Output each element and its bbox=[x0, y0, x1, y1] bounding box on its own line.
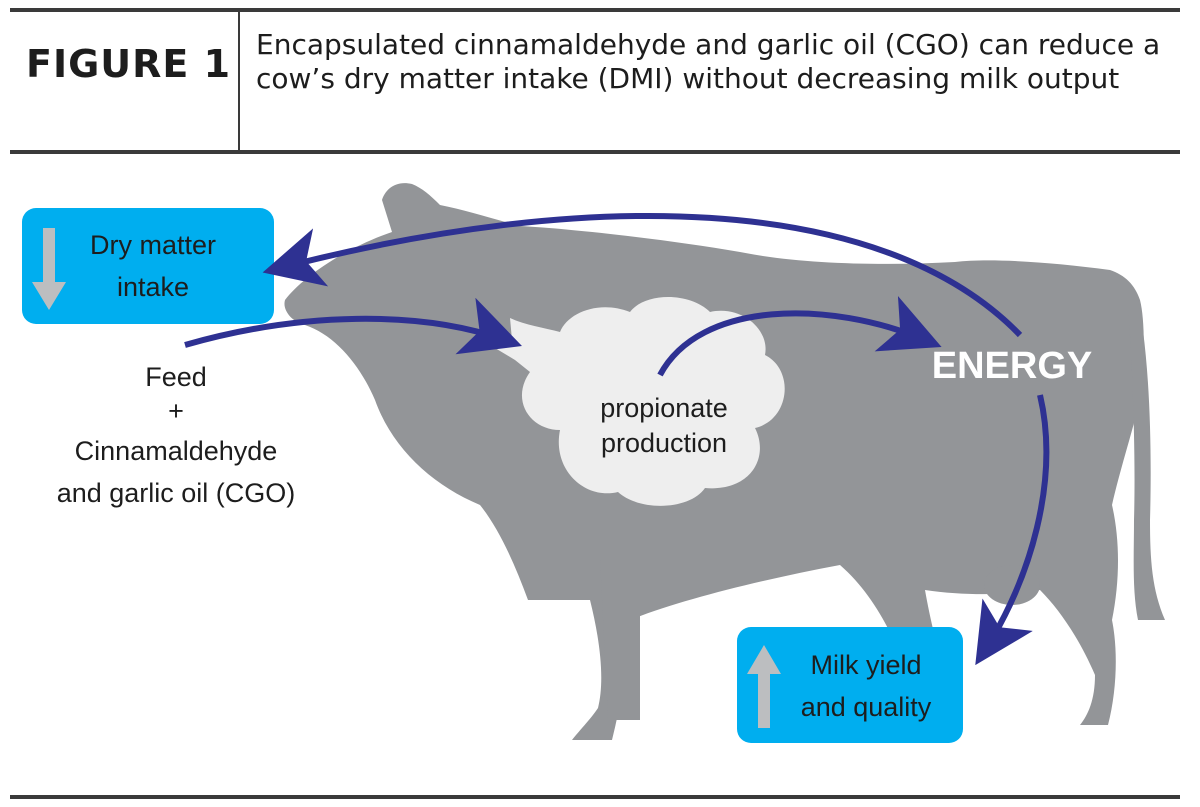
feed-additive-line2: and garlic oil (CGO) bbox=[57, 478, 296, 508]
dmi-label-line1: Dry matter bbox=[90, 230, 216, 260]
down-arrow-icon bbox=[32, 228, 66, 310]
figure-label: FIGURE 1 bbox=[26, 42, 232, 86]
energy-label: ENERGY bbox=[932, 345, 1092, 387]
cow-tail bbox=[1128, 300, 1165, 620]
figure-caption: Encapsulated cinnamaldehyde and garlic o… bbox=[256, 28, 1161, 95]
top-rule bbox=[10, 8, 1180, 12]
milk-label-line1: Milk yield bbox=[810, 650, 921, 680]
milk-label-line2: and quality bbox=[801, 692, 932, 722]
feed-additive-line1: Cinnamaldehyde bbox=[75, 436, 278, 466]
rumen-label-line2: production bbox=[601, 428, 727, 458]
energy-to-dmi-arrow bbox=[262, 212, 1023, 338]
header-separator bbox=[238, 10, 240, 152]
dmi-box bbox=[22, 208, 274, 324]
dmi-label-line2: intake bbox=[117, 272, 189, 302]
feed-label: Feed bbox=[145, 362, 207, 392]
rumen-cloud bbox=[495, 297, 785, 506]
milk-box bbox=[737, 627, 963, 743]
rumen-label-line1: propionate bbox=[600, 393, 728, 423]
cow-udder bbox=[984, 565, 1040, 605]
up-arrow-icon bbox=[747, 645, 781, 728]
feed-to-rumen-arrow bbox=[184, 297, 522, 355]
header-bottom-rule bbox=[10, 150, 1180, 154]
propionate-to-energy-arrow bbox=[657, 296, 942, 377]
cow-near-foreleg bbox=[600, 560, 640, 720]
bottom-rule bbox=[10, 795, 1180, 799]
energy-to-milk-arrow bbox=[975, 394, 1050, 666]
feed-plus: + bbox=[168, 396, 184, 426]
